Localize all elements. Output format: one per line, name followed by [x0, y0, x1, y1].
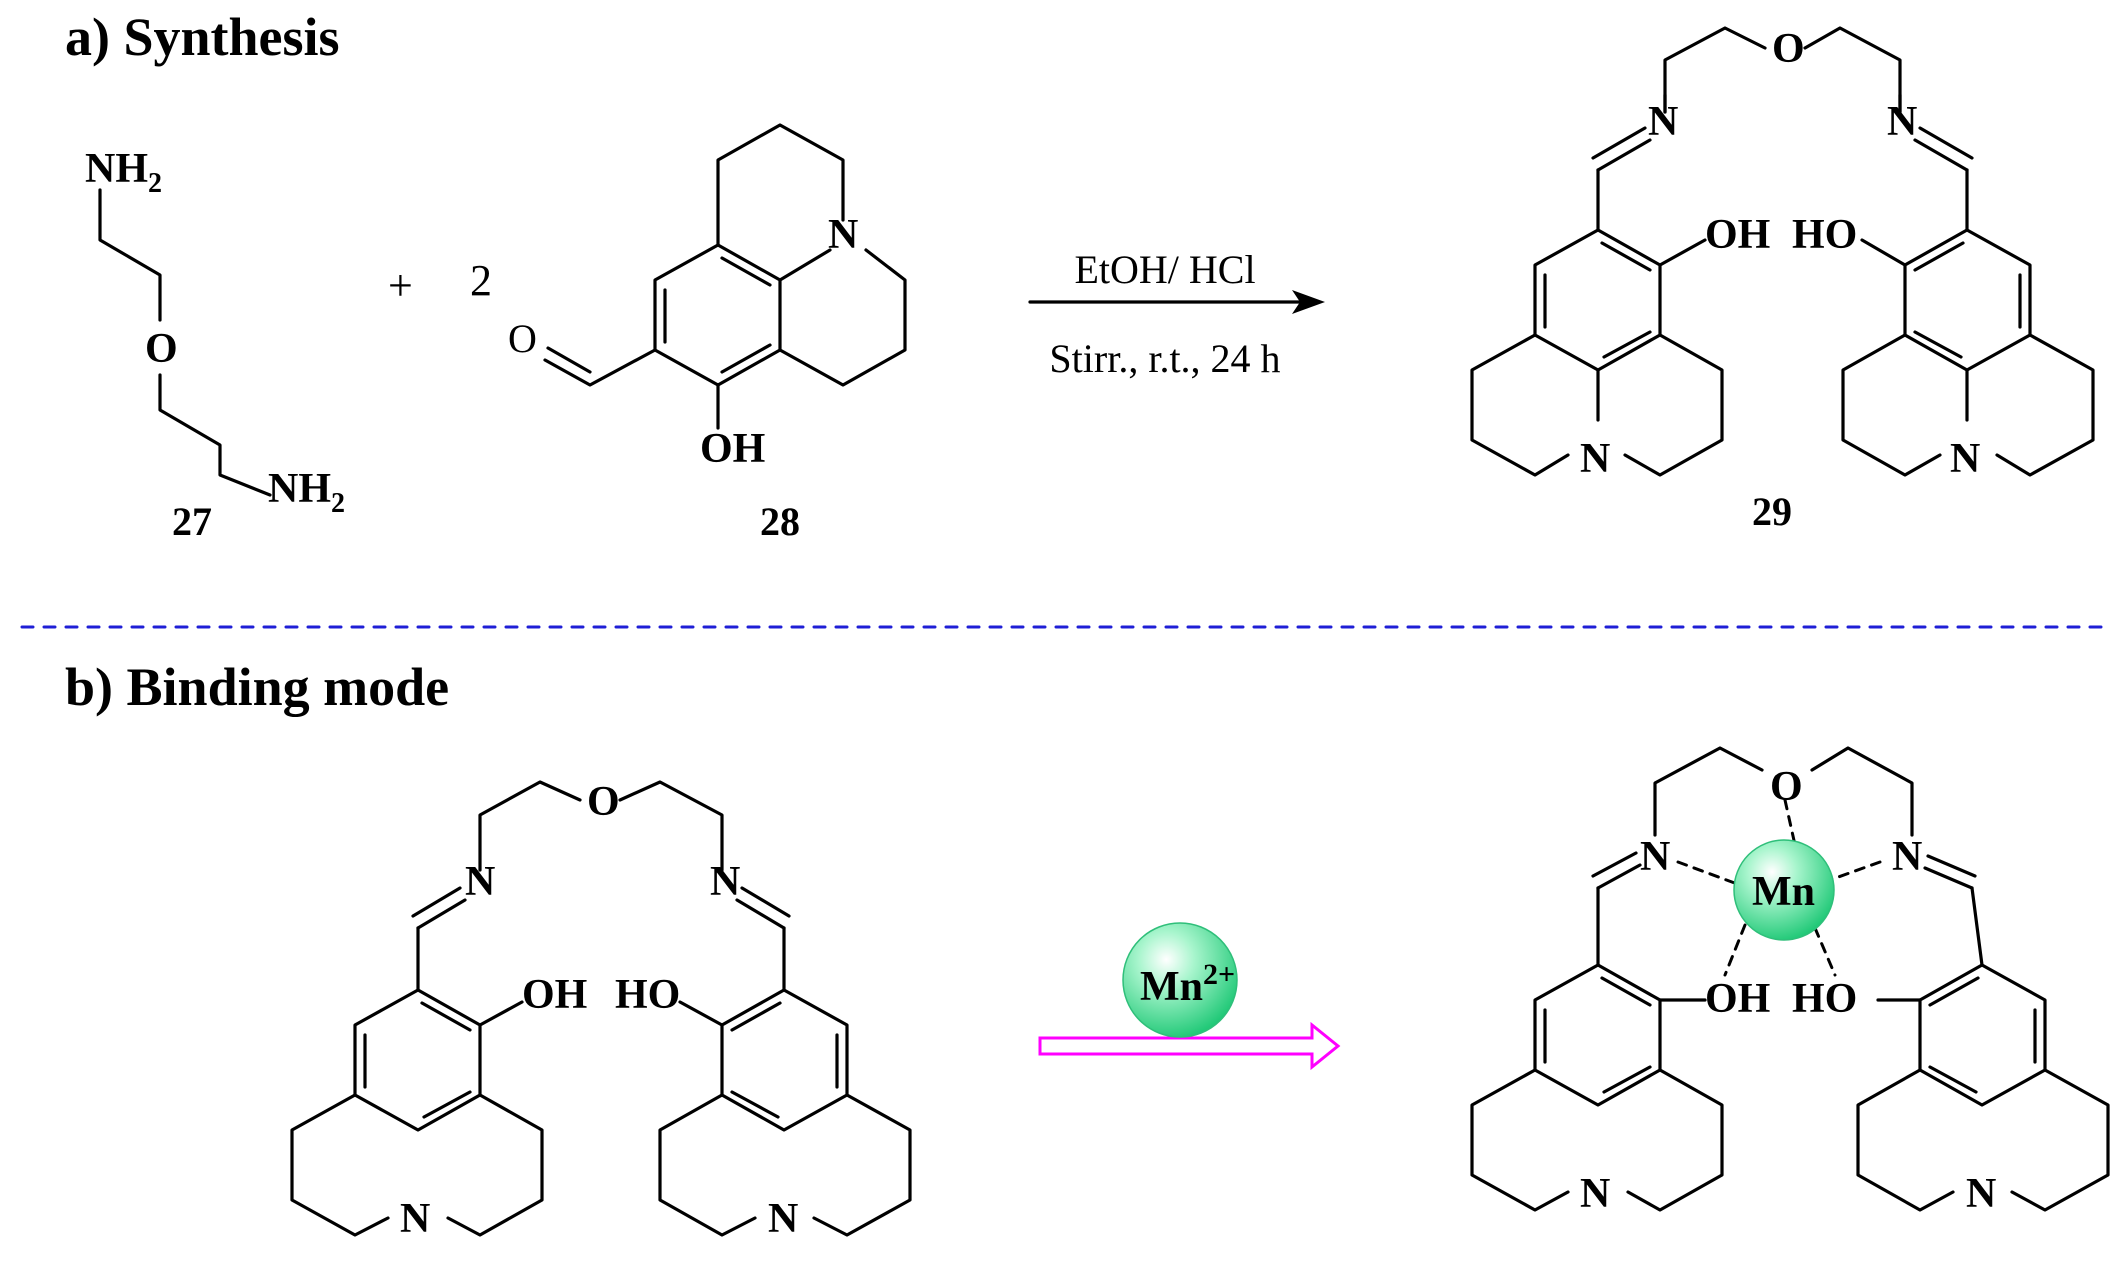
phenol-oh-left-free: OH — [522, 972, 587, 1018]
mn-center-sphere — [1733, 839, 1835, 941]
section-header-synthesis: a) Synthesis — [65, 7, 340, 67]
imine-nitrogen-right-29: N — [1887, 99, 1917, 145]
mn-complex: Mn O N N OH HO N N — [1470, 746, 2110, 1217]
mn-ion: Mn2+ — [1122, 922, 1238, 1038]
amine-bottom-label: NH2 — [268, 466, 345, 519]
phenol-oh-28: OH — [700, 426, 765, 472]
amine-top-label: NH2 — [85, 146, 162, 199]
compound-29-schiff-base: O N N OH HO N N 29 — [1470, 26, 2095, 534]
phenol-oh-left-complex: OH — [1705, 976, 1770, 1022]
imine-nitrogen-left-complex: N — [1640, 834, 1670, 880]
conditions-reagents: EtOH/ HCl — [1074, 247, 1255, 292]
mn-center-label: Mn — [1752, 869, 1815, 915]
imine-nitrogen-right-free: N — [710, 859, 740, 905]
imine-nitrogen-left-29: N — [1648, 99, 1678, 145]
metal-addition-arrow — [1038, 1021, 1341, 1071]
section-header-binding-mode: b) Binding mode — [65, 657, 449, 717]
phenol-ho-right-complex: HO — [1792, 976, 1857, 1022]
mn-ion-label: Mn2+ — [1140, 958, 1235, 1010]
aldehyde-oxygen: O — [508, 316, 537, 361]
reaction-arrow — [1028, 290, 1325, 314]
julolidine-nitrogen-left-free: N — [400, 1196, 430, 1242]
linker-oxygen-complex: O — [1770, 764, 1803, 810]
julolidine-nitrogen-28: N — [828, 212, 858, 258]
ether-oxygen-27: O — [145, 326, 178, 372]
stoichiometric-coefficient: 2 — [470, 256, 492, 305]
linker-oxygen-29: O — [1772, 26, 1805, 72]
compound-label-28: 28 — [760, 499, 800, 544]
phenol-ho-right-free: HO — [615, 972, 680, 1018]
imine-nitrogen-right-complex: N — [1892, 834, 1922, 880]
julolidine-nitrogen-left-complex: N — [1580, 1171, 1610, 1217]
compound-28-aldehyde: N O OH 28 — [508, 123, 907, 544]
phenol-ho-right-29: HO — [1792, 212, 1857, 258]
imine-nitrogen-left-free: N — [465, 859, 495, 905]
julolidine-nitrogen-right-29: N — [1950, 436, 1980, 482]
plus-sign: + — [388, 261, 413, 310]
linker-oxygen-free: O — [587, 779, 620, 825]
phenol-oh-left-29: OH — [1705, 212, 1770, 258]
julolidine-nitrogen-right-free: N — [768, 1196, 798, 1242]
compound-label-29: 29 — [1752, 489, 1792, 534]
conditions-stirring: Stirr., r.t., 24 h — [1049, 336, 1280, 381]
julolidine-nitrogen-right-complex: N — [1966, 1171, 1996, 1217]
compound-27-diamine: NH2 O NH2 27 — [85, 146, 345, 544]
free-ligand: O N N OH HO N N — [290, 779, 912, 1242]
julolidine-nitrogen-left-29: N — [1580, 436, 1610, 482]
compound-label-27: 27 — [172, 499, 212, 544]
